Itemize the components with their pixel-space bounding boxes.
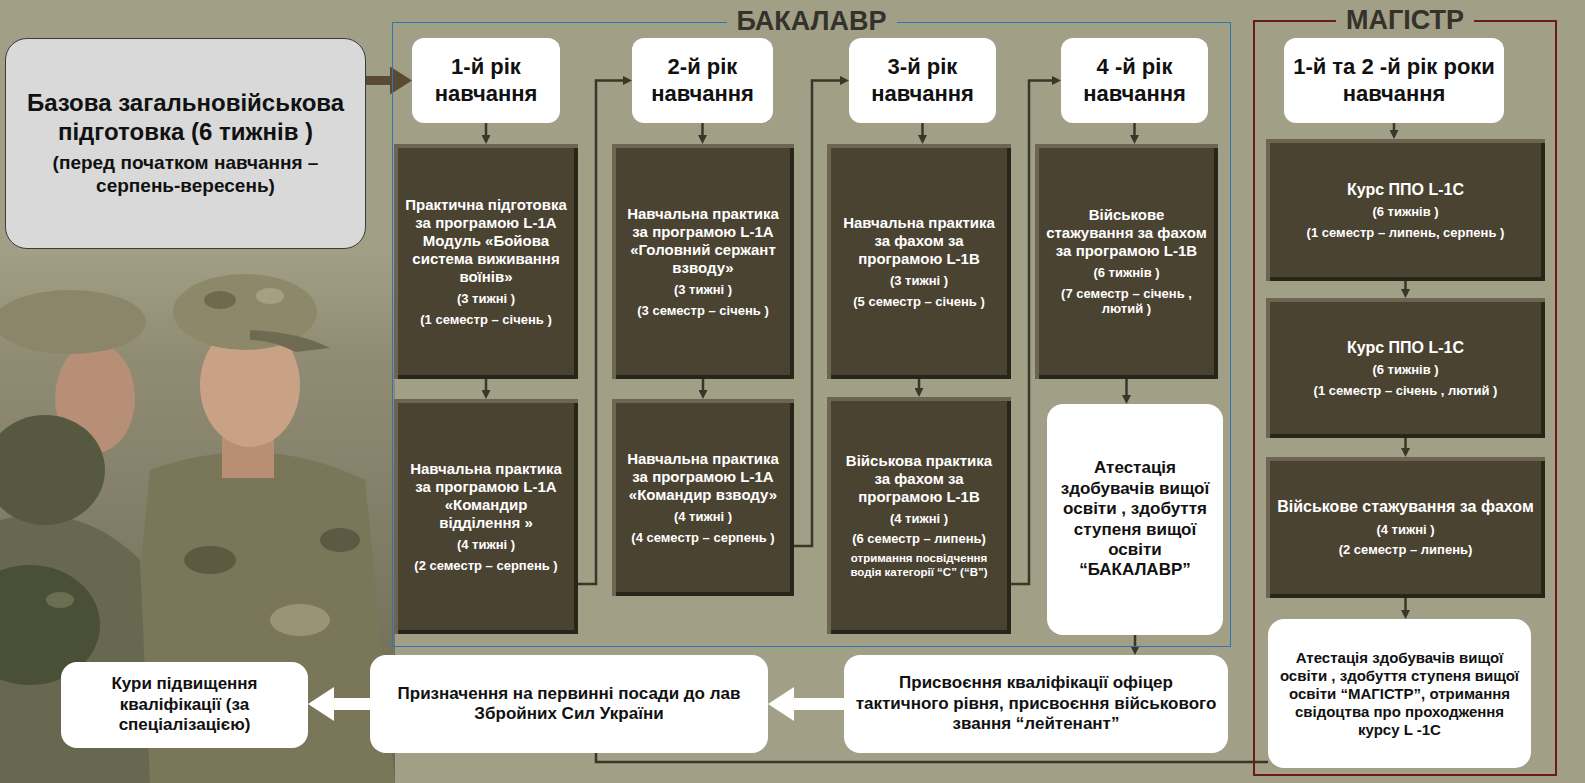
box-text: 4 -й рік навчання [1067, 54, 1202, 107]
box-text: (7 семестр – січень , лютий ) [1045, 286, 1208, 317]
box-text: Військова практика за фахом за програмою… [837, 452, 1001, 506]
year-header: 3-й рік навчання [849, 38, 996, 123]
training-box: Військова практика за фахом за програмою… [827, 397, 1011, 634]
training-box: Військове стажування за фахом (4 тижні ) (… [1266, 457, 1545, 598]
flow-arrow [701, 123, 704, 135]
training-box: Практична підготовка за програмою L-1A М… [394, 144, 578, 379]
program-frame: БАКАЛАВР1-й рік навчанняПрактична підгот… [392, 22, 1231, 647]
box-text: Курс ППО L-1C [1276, 338, 1535, 357]
flow-arrow [1404, 438, 1407, 448]
result-box: Атестація здобувачів вищої освіти , здоб… [1047, 404, 1223, 635]
flow-arrow [1133, 123, 1136, 135]
box-text: (3 тижні ) [622, 282, 784, 298]
training-box: Навчальна практика за програмою L-1A «Ко… [394, 399, 578, 634]
training-box: Навчальна практика за програмою L-1A «Го… [612, 144, 794, 379]
camo-spot [256, 288, 284, 304]
box-text: (2 семестр – липень) [1276, 542, 1535, 558]
box-text: (6 семестр – липень) [837, 531, 1001, 547]
flow-arrow [1134, 635, 1137, 646]
result-box: Атестація здобувачів вищої освіти , здоб… [1268, 619, 1531, 768]
year-header: 4 -й рік навчання [1061, 38, 1208, 123]
flow-arrow [921, 123, 924, 135]
flow-arrow [702, 379, 705, 390]
box-text: Атестація здобувачів вищої освіти , здоб… [1057, 458, 1213, 580]
camo-spot [270, 604, 330, 636]
result-box: Присвоєння кваліфікації офіцер тактичног… [844, 655, 1228, 753]
phase-box: Базова загальновійськова підготовка (6 т… [5, 38, 366, 249]
box-text: Присвоєння кваліфікації офіцер тактичног… [854, 673, 1218, 734]
box-text: 2-й рік навчання [638, 54, 767, 107]
box-text: Військове стажування за фахом [1276, 497, 1535, 516]
box-text: Військове стажування за фахом за програм… [1045, 206, 1208, 260]
flow-arrow [1393, 123, 1396, 130]
frame-title: МАГІСТР [1336, 4, 1474, 36]
training-box: Навчальна практика за програмою L-1A «Ко… [612, 399, 794, 596]
box-text: Кури підвищення кваліфікації (за спеціал… [71, 674, 298, 735]
box-text: Навчальна практика за програмою L-1A «Ко… [404, 460, 568, 532]
flow-arrow [596, 753, 1268, 762]
box-text: (6 тижнів ) [1276, 362, 1535, 378]
box-text: (1 семестр – січень , лютий ) [1276, 383, 1535, 399]
box-text: Навчальна практика за фахом за програмою… [837, 214, 1001, 268]
result-box: Кури підвищення кваліфікації (за спеціал… [61, 662, 308, 748]
training-box: Курс ППО L-1C (6 тижнів ) (1 семестр – січ… [1266, 298, 1545, 438]
box-text: отримання посвідчення водія категорії “С… [837, 552, 1001, 580]
box-text: (4 тижні ) [622, 509, 784, 525]
flow-arrow [1125, 379, 1128, 395]
box-text: (3 тижні ) [837, 273, 1001, 289]
training-box: Курс ППО L-1C (6 тижнів ) (1 семестр – лип… [1266, 139, 1545, 281]
box-text: (перед початком навчання – серпень-верес… [16, 152, 355, 198]
camo-spot [320, 528, 360, 552]
flow-arrow [794, 698, 844, 710]
year-header: 1-й та 2 -й рік роки навчання [1284, 38, 1504, 123]
program-frame: МАГІСТР1-й та 2 -й рік роки навчанняКурс… [1253, 20, 1557, 776]
camo-spot [46, 592, 74, 608]
box-text: 1-й рік навчання [418, 54, 554, 107]
box-text: (4 тижні ) [837, 511, 1001, 527]
year-header: 1-й рік навчання [412, 38, 560, 123]
box-text: (6 тижнів ) [1045, 265, 1208, 281]
year-header: 2-й рік навчання [632, 38, 773, 123]
box-text: (5 семестр – січень ) [837, 294, 1001, 310]
box-text: Призначення на первинні посади до лав Зб… [380, 684, 758, 725]
box-text: (3 семестр – січень ) [622, 303, 784, 319]
training-box: Військове стажування за фахом за програм… [1035, 144, 1218, 379]
flow-arrow [334, 698, 370, 710]
box-text: Курс ППО L-1C [1276, 180, 1535, 199]
camo-spot [184, 546, 236, 574]
result-box: Призначення на первинні посади до лав Зб… [370, 655, 768, 753]
box-text: Атестація здобувачів вищої освіти , здоб… [1278, 649, 1521, 739]
flow-arrow [366, 76, 390, 85]
flow-arrow [485, 379, 488, 390]
box-text: Навчальна практика за програмою L-1A «Ко… [622, 450, 784, 504]
box-text: (2 семестр – серпень ) [404, 558, 568, 574]
box-text: (6 тижнів ) [1276, 204, 1535, 220]
flow-arrow [918, 379, 921, 388]
cap-visor [250, 330, 330, 352]
flow-arrow [1404, 598, 1407, 610]
box-text: Навчальна практика за програмою L-1A «Го… [622, 205, 784, 277]
box-text: Базова загальновійськова підготовка (6 т… [16, 89, 355, 147]
flow-arrow [485, 123, 488, 135]
box-text: Практична підготовка за програмою L-1A М… [404, 196, 568, 286]
box-text: 1-й та 2 -й рік роки навчання [1290, 54, 1498, 107]
box-text: (1 семестр – липень, серпень ) [1276, 225, 1535, 241]
training-box: Навчальна практика за фахом за програмою… [827, 144, 1011, 379]
box-text: (4 тижні ) [404, 537, 568, 553]
box-text: (3 тижні ) [404, 291, 568, 307]
box-text: (1 семестр – січень ) [404, 312, 568, 328]
soldier-figures [0, 274, 395, 783]
box-text: (4 семестр – серпень ) [622, 530, 784, 546]
soldier-cap [0, 290, 146, 354]
flow-arrow [1404, 281, 1407, 289]
camo-spot [204, 291, 236, 309]
box-text: (4 тижні ) [1276, 522, 1535, 538]
frame-title: БАКАЛАВР [726, 5, 896, 37]
soldier-helmet [0, 415, 105, 525]
box-text: 3-й рік навчання [855, 54, 990, 107]
